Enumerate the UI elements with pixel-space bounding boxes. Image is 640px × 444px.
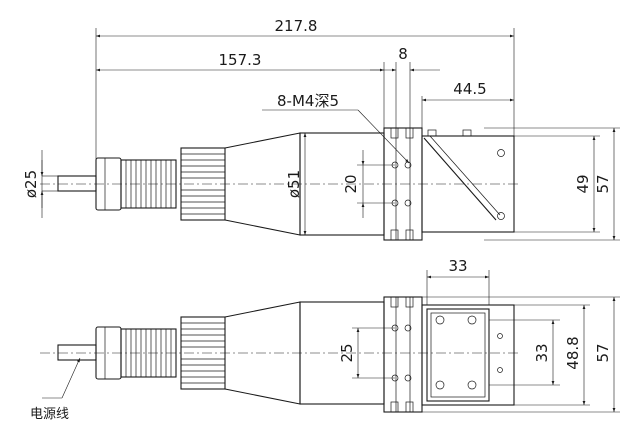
screw-note: 8-M4深5 xyxy=(277,92,339,110)
top-view xyxy=(40,127,520,241)
dim-head-height-outer-top: 57 xyxy=(594,174,612,193)
dim-hole-spacing-top: 20 xyxy=(342,174,360,193)
dim-plate-width: 33 xyxy=(448,257,467,275)
dim-cable-diameter: ø25 xyxy=(22,170,40,198)
dim-overall-length: 217.8 xyxy=(275,17,318,35)
dim-flange-width: 8 xyxy=(398,45,408,63)
knurl-top xyxy=(120,159,177,209)
bottom-view xyxy=(40,296,520,413)
dim-head-length: 44.5 xyxy=(453,80,486,98)
dim-hole-spacing-bottom: 25 xyxy=(338,343,356,362)
dim-body-length: 157.3 xyxy=(219,51,262,69)
dim-head-height-outer-bottom: 57 xyxy=(594,343,612,362)
cable-label: 电源线 xyxy=(30,407,69,422)
dim-head-height-inner-top: 49 xyxy=(574,174,592,193)
dim-cone-diameter: ø51 xyxy=(285,170,303,198)
knurl-bottom xyxy=(120,328,177,378)
dimension-lines xyxy=(40,28,620,413)
fins-bottom xyxy=(180,316,226,390)
dimension-labels: 217.8 157.3 8 44.5 8-M4深5 ø25 ø51 20 49 … xyxy=(22,17,612,422)
fins-top xyxy=(180,147,226,221)
dim-head-height-inner-bottom: 48.8 xyxy=(564,336,582,369)
dim-plate-height: 33 xyxy=(533,343,551,362)
